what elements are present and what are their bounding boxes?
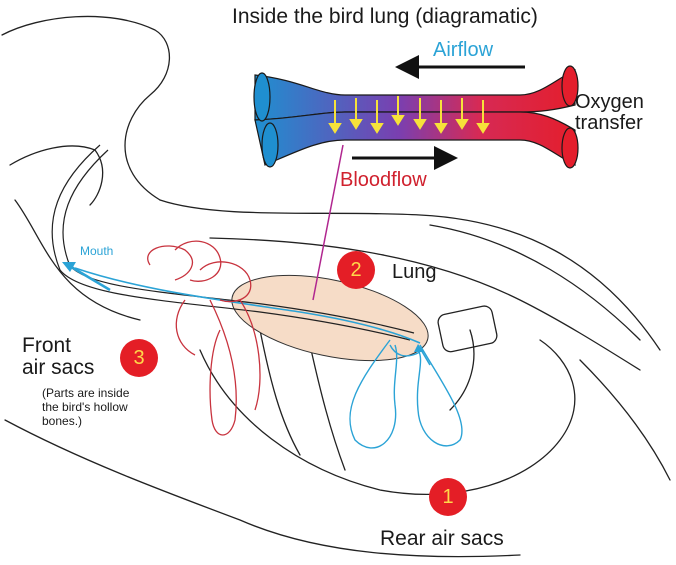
front-air-sacs-label: Front air sacs xyxy=(22,335,94,379)
hollow-bones-note: (Parts are inside the bird's hollow bone… xyxy=(42,387,129,428)
rib-line-3 xyxy=(450,330,474,410)
airflow-label: Airflow xyxy=(433,40,493,61)
callout-badge-1: 1 xyxy=(429,478,467,516)
head-outline xyxy=(2,16,169,200)
callout-badge-2: 2 xyxy=(337,251,375,289)
mouth-label: Mouth xyxy=(80,245,113,258)
lung-inset-tube xyxy=(254,66,578,168)
bloodflow-label: Bloodflow xyxy=(340,170,427,191)
diagram-title: Inside the bird lung (diagramatic) xyxy=(232,6,538,28)
neck-front xyxy=(15,200,140,320)
mouth-arrowhead xyxy=(62,262,76,272)
back-curve xyxy=(430,225,640,340)
tail-edge xyxy=(580,360,670,480)
rib-box xyxy=(437,305,499,354)
lung-label: Lung xyxy=(392,262,437,283)
front-air-sacs xyxy=(148,241,260,435)
callout-badge-3: 3 xyxy=(120,339,158,377)
rib-line-1 xyxy=(260,330,300,455)
inner-cavity xyxy=(200,340,575,494)
rear-air-sacs-label: Rear air sacs xyxy=(380,528,504,550)
rib-line-2 xyxy=(310,345,345,470)
oxygen-transfer-label: Oxygen transfer xyxy=(575,92,644,134)
